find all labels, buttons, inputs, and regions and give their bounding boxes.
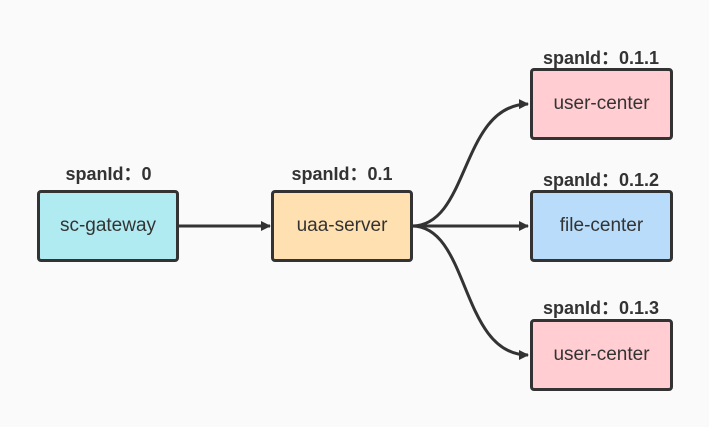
node-user-center-b: user-center	[530, 319, 673, 391]
node-file-center: file-center	[530, 190, 673, 262]
node-label: sc-gateway	[59, 215, 157, 236]
span-label-user-center-a: spanId：0.1.1	[542, 48, 660, 68]
node-label: user-center	[553, 344, 650, 365]
node-label: user-center	[553, 93, 650, 114]
node-uaa-server: uaa-server	[271, 190, 413, 262]
span-label-uaa: spanId：0.1	[291, 164, 393, 184]
span-label-file-center: spanId：0.1.2	[542, 170, 660, 190]
node-label: file-center	[559, 215, 644, 236]
node-label: uaa-server	[296, 215, 388, 236]
edge-uaa-to-user-center-b	[411, 224, 529, 360]
node-sc-gateway: sc-gateway	[37, 190, 179, 262]
span-label-gateway: spanId：0	[65, 164, 152, 184]
edge-uaa-to-user-center-a	[411, 99, 529, 228]
node-user-center-a: user-center	[530, 68, 673, 140]
span-label-user-center-b: spanId：0.1.3	[542, 298, 660, 318]
